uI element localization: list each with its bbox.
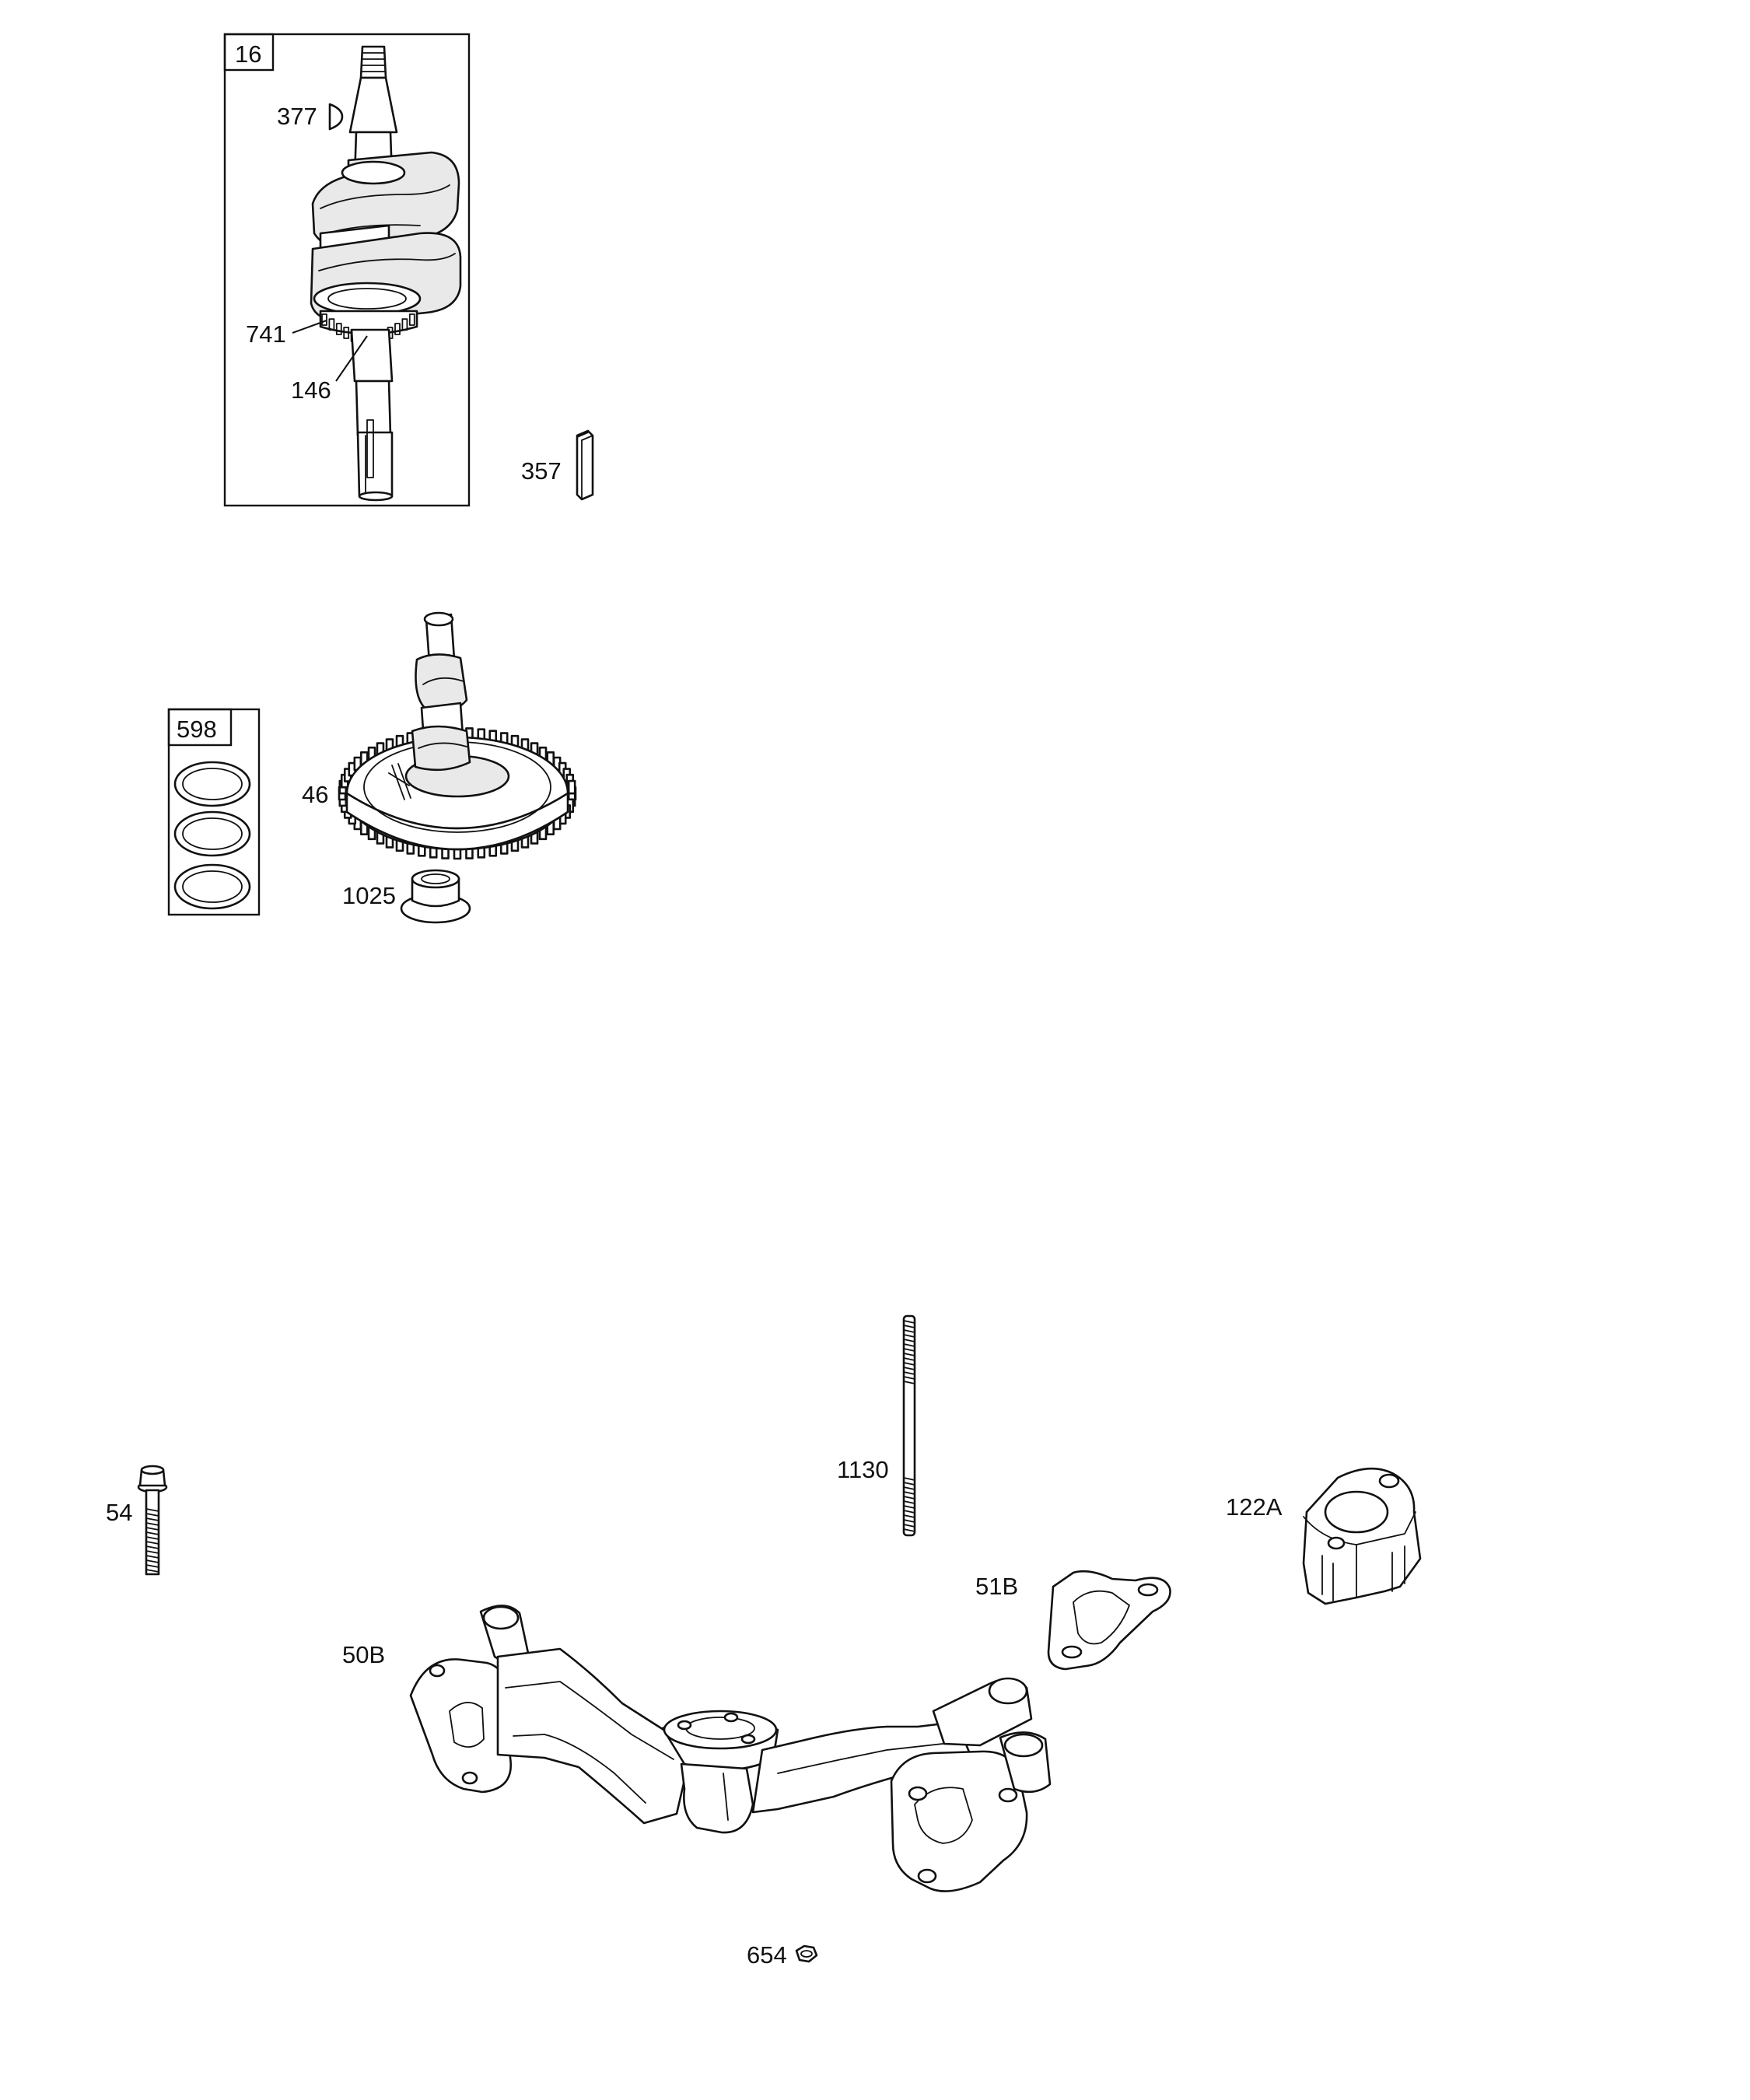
shim-washers[interactable] <box>173 761 251 910</box>
crankshaft-gear-label: 146 <box>291 376 331 404</box>
stud-group[interactable]: 1130 <box>837 1314 916 1537</box>
camshaft-label: 46 <box>302 781 328 808</box>
stud-label: 1130 <box>837 1456 889 1483</box>
intake-manifold-label: 50B <box>342 1641 385 1668</box>
shim-kit-group[interactable]: 598 <box>167 708 261 916</box>
intake-manifold-group[interactable]: 50B <box>342 1605 1052 1892</box>
nut-label: 654 <box>747 1941 787 1969</box>
intake-bolt-drawing[interactable] <box>137 1465 168 1576</box>
shim-kit-label: 598 <box>177 716 217 743</box>
crankshaft-kit-tag <box>223 33 275 72</box>
timing-gear-leader <box>292 320 327 334</box>
shim-kit-tag <box>167 708 233 747</box>
camshaft-group[interactable]: 46 1025 <box>302 611 577 924</box>
camshaft-drawing[interactable] <box>338 611 577 860</box>
cam-bearing-drawing[interactable] <box>400 869 471 924</box>
gasket-label: 51B <box>975 1573 1018 1600</box>
crankshaft-drawing[interactable] <box>310 45 462 502</box>
woodruff-key-label: 377 <box>277 103 317 130</box>
pto-key-label: 357 <box>521 457 562 485</box>
pto-key-group[interactable]: 357 <box>521 429 594 501</box>
cam-bearing-label: 1025 <box>342 882 396 909</box>
crankshaft-kit-label: 16 <box>235 40 261 68</box>
crankshaft-gear-leader <box>335 335 368 382</box>
spacer-label: 122A <box>1226 1493 1283 1521</box>
woodruff-key-icon[interactable] <box>328 103 344 131</box>
intake-bolt-group[interactable]: 54 <box>106 1465 168 1576</box>
intake-bolt-label: 54 <box>106 1499 132 1526</box>
spacer-drawing[interactable] <box>1302 1467 1422 1605</box>
spacer-group[interactable]: 122A <box>1226 1467 1422 1605</box>
bolt-threads <box>145 1508 159 1573</box>
stud-drawing[interactable] <box>902 1314 916 1537</box>
crankshaft-kit-box <box>223 33 471 507</box>
pto-key-icon[interactable] <box>576 429 594 501</box>
timing-gear-label: 741 <box>246 320 286 348</box>
gasket-drawing[interactable] <box>1047 1570 1171 1671</box>
nut-drawing[interactable] <box>795 1944 818 1963</box>
crankshaft-kit-group[interactable]: 16 <box>223 33 471 507</box>
gasket-group[interactable]: 51B <box>975 1570 1171 1671</box>
intake-manifold-drawing[interactable] <box>409 1605 1052 1892</box>
stud-threads <box>903 1320 915 1532</box>
nut-group[interactable]: 654 <box>747 1941 818 1969</box>
